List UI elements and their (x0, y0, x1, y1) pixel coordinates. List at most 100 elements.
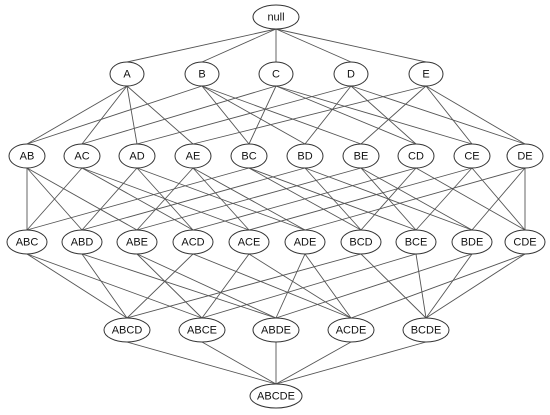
edge-e-ce (425, 85, 473, 145)
node-label: B (198, 69, 205, 81)
node-ellipse (258, 61, 294, 87)
node-ellipse (284, 229, 326, 255)
node-ac: AC (63, 143, 101, 169)
node-a: A (109, 61, 145, 87)
node-ellipse (184, 61, 220, 87)
node-label: ACE (238, 237, 261, 249)
edge-bd-abd (81, 167, 306, 231)
edge-bcd-bcde (360, 253, 427, 319)
node-label: ACDE (336, 325, 367, 337)
edge-null-e (275, 28, 427, 63)
edge-ace-abce (201, 253, 250, 319)
node-ellipse (172, 229, 214, 255)
node-label: BD (297, 151, 312, 163)
node-ellipse (174, 143, 212, 169)
node-label: CE (464, 151, 479, 163)
edge-d-cd (350, 85, 417, 145)
node-ellipse (402, 317, 450, 343)
edge-acd-acde (192, 253, 352, 319)
node-acde: ACDE (327, 317, 375, 343)
edge-bcd-abcd (126, 253, 362, 319)
edge-c-cd (275, 85, 417, 145)
edge-a-ac (81, 85, 128, 145)
edge-bde-abde (275, 253, 473, 319)
node-acd: ACD (172, 229, 214, 255)
edge-c-ac (81, 85, 277, 145)
node-label: ABC (16, 237, 39, 249)
edge-ad-abd (81, 167, 138, 231)
node-ellipse (178, 317, 226, 343)
edge-b-be (201, 85, 362, 145)
edge-acde-abcde (275, 341, 352, 385)
node-ellipse (395, 229, 437, 255)
node-bd: BD (286, 143, 324, 169)
node-label: ABCE (187, 325, 217, 337)
edge-c-ce (275, 85, 473, 145)
edge-bce-abce (201, 253, 417, 319)
node-ace: ACE (228, 229, 270, 255)
node-ellipse (230, 143, 268, 169)
node-label: AC (74, 151, 89, 163)
node-label: ABCDE (257, 391, 295, 403)
edge-bc-abc (26, 167, 250, 231)
node-label: ABDE (261, 325, 291, 337)
node-abcde: ABCDE (249, 383, 303, 409)
node-label: E (422, 69, 429, 81)
node-ellipse (8, 143, 46, 169)
edge-null-b (201, 28, 277, 63)
node-ae: AE (174, 143, 212, 169)
edge-cde-bcde (425, 253, 526, 319)
node-ellipse (63, 143, 101, 169)
edge-abce-abcde (201, 341, 277, 385)
edge-layer (26, 28, 526, 385)
node-c: C (258, 61, 294, 87)
node-label: AB (20, 151, 35, 163)
node-label: AD (129, 151, 144, 163)
node-ellipse (342, 143, 380, 169)
edge-ade-acde (304, 253, 352, 319)
edge-ade-abde (275, 253, 306, 319)
edge-ace-acde (248, 253, 352, 319)
edge-e-de (425, 85, 526, 145)
edge-ab-abe (26, 167, 138, 231)
node-be: BE (342, 143, 380, 169)
edge-d-ad (136, 85, 352, 145)
node-ellipse (249, 383, 303, 409)
node-ellipse (453, 143, 491, 169)
edge-ae-abe (136, 167, 194, 231)
node-ellipse (252, 4, 300, 30)
node-bcde: BCDE (402, 317, 450, 343)
edge-e-ae (192, 85, 427, 145)
node-label: D (347, 69, 355, 81)
edge-ac-abc (26, 167, 83, 231)
edge-cd-cde (415, 167, 526, 231)
node-ellipse (327, 317, 375, 343)
node-bce: BCE (395, 229, 437, 255)
edge-ce-ace (248, 167, 473, 231)
edge-cd-bcd (360, 167, 417, 231)
node-abde: ABDE (252, 317, 300, 343)
node-ellipse (340, 229, 382, 255)
node-d: D (333, 61, 369, 87)
node-label: BDE (461, 237, 484, 249)
node-label: BCD (349, 237, 372, 249)
node-b: B (184, 61, 220, 87)
node-bcd: BCD (340, 229, 382, 255)
edge-b-bc (201, 85, 250, 145)
node-label: ACD (181, 237, 204, 249)
edge-abc-abce (26, 253, 203, 319)
node-ellipse (397, 143, 435, 169)
edge-abe-abce (136, 253, 203, 319)
edge-null-a (126, 28, 277, 63)
edge-abe-abde (136, 253, 277, 319)
node-ellipse (109, 61, 145, 87)
edge-d-de (350, 85, 526, 145)
edge-cde-acde (350, 253, 526, 319)
node-ellipse (61, 229, 103, 255)
node-ellipse (252, 317, 300, 343)
node-ellipse (228, 229, 270, 255)
node-label: BCE (405, 237, 428, 249)
edge-abd-abcd (81, 253, 128, 319)
edge-null-d (275, 28, 352, 63)
edge-de-ade (304, 167, 526, 231)
